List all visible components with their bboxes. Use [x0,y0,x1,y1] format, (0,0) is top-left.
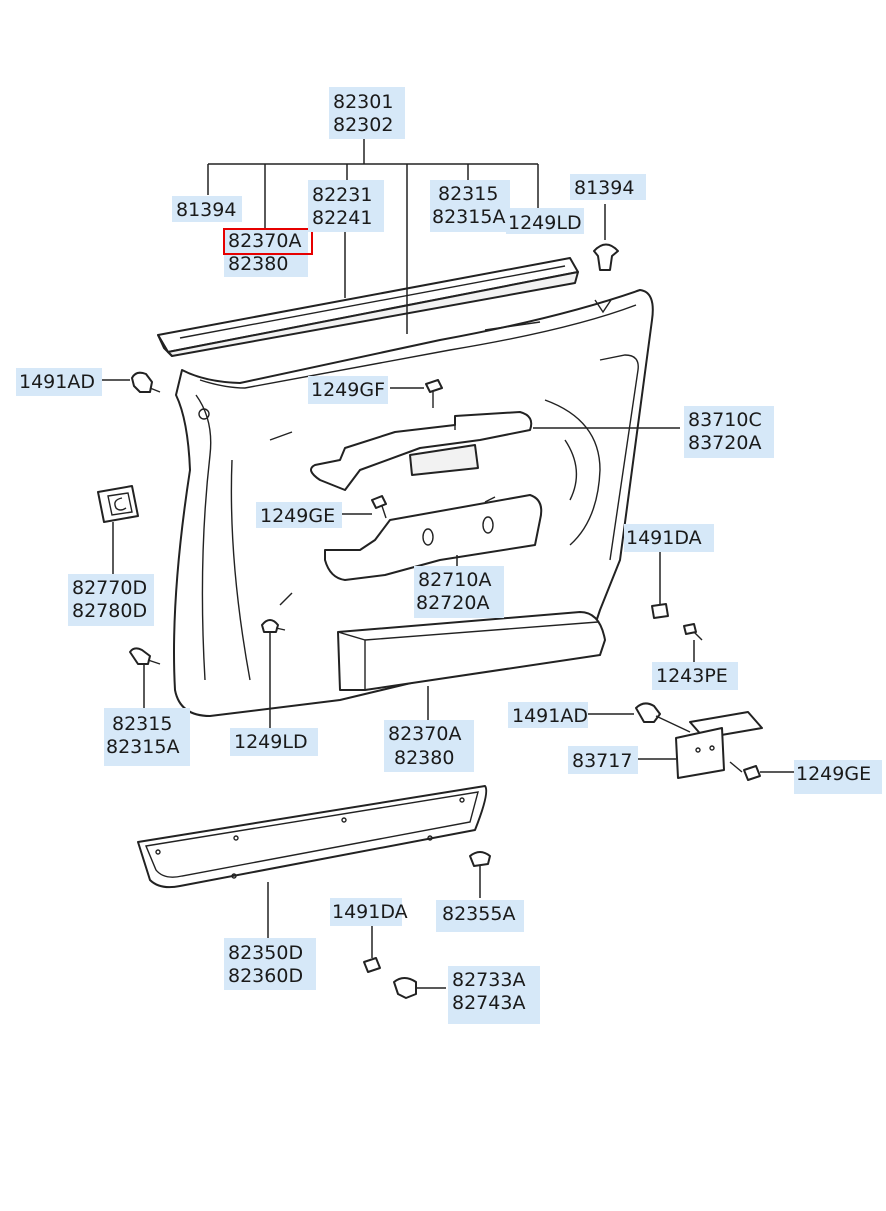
part-labels: 82301 82302 81394 82370A 82380 82231 822… [16,87,882,1024]
screw-1249GE-upper [371,495,387,519]
bezel-82770D [97,485,139,523]
label-1491DA-bottom[interactable]: 1491DA [332,901,408,923]
label-82315A-top[interactable]: 82315A [432,206,505,228]
screw-1243PE [683,623,703,641]
label-82370A-top[interactable]: 82370A [228,230,301,252]
clip-82733A [393,977,417,999]
screw-1249GE-lower [729,761,761,781]
lower-trim-82350D [137,785,488,889]
label-82302[interactable]: 82302 [333,114,393,136]
label-1249GF[interactable]: 1249GF [311,379,385,401]
label-1249LD-top[interactable]: 1249LD [508,212,582,234]
weatherstrip-part [157,257,579,357]
lower-pocket-part [337,611,606,691]
label-1491DA-right[interactable]: 1491DA [626,527,702,549]
door-trim-panel [173,289,654,717]
label-83717[interactable]: 83717 [572,750,632,772]
label-1249GE-lower[interactable]: 1249GE [796,763,871,785]
label-1491AD-left[interactable]: 1491AD [19,371,95,393]
clip-1491AD-left [131,371,161,393]
label-1491AD-right[interactable]: 1491AD [512,705,588,727]
label-82380-lower[interactable]: 82380 [394,747,454,769]
label-82370A-lower[interactable]: 82370A [388,723,461,745]
label-82380-top[interactable]: 82380 [228,253,288,275]
label-1243PE[interactable]: 1243PE [656,665,728,687]
label-82355A[interactable]: 82355A [442,903,515,925]
label-81394-top-left[interactable]: 81394 [176,199,236,221]
clip-82355A [469,851,491,867]
highlight-box-82370A [223,228,313,255]
label-82710A[interactable]: 82710A [418,569,491,591]
clip-1491DA-bottom [363,957,381,973]
label-82350D[interactable]: 82350D [228,942,303,964]
label-82315A-lower[interactable]: 82315A [106,736,179,758]
clip-1491DA-right [651,603,669,619]
label-83710C[interactable]: 83710C [688,409,762,431]
label-82770D[interactable]: 82770D [72,577,147,599]
label-82780D[interactable]: 82780D [72,600,147,622]
label-1249LD-lower[interactable]: 1249LD [234,731,308,753]
label-1249GE-upper[interactable]: 1249GE [260,505,335,527]
bracket-83717 [675,711,763,779]
clip-81394-part [593,243,619,271]
inside-handle-part [310,411,533,491]
label-83720A[interactable]: 83720A [688,432,761,454]
label-82720A[interactable]: 82720A [416,592,489,614]
label-82301[interactable]: 82301 [333,91,393,113]
label-82733A[interactable]: 82733A [452,969,525,991]
label-82231[interactable]: 82231 [312,184,372,206]
label-82315-top[interactable]: 82315 [438,183,498,205]
label-81394-top-right[interactable]: 81394 [574,177,634,199]
label-82743A[interactable]: 82743A [452,992,525,1014]
clip-1249LD-lower [261,619,286,633]
label-82241[interactable]: 82241 [312,207,372,229]
clip-1491AD-right [635,702,691,733]
label-82315-lower[interactable]: 82315 [112,713,172,735]
label-82360D[interactable]: 82360D [228,965,303,987]
clip-82315-lower [129,647,161,665]
screw-1249GF [425,379,443,408]
armrest-part [324,494,543,581]
leader-lines [92,138,796,989]
